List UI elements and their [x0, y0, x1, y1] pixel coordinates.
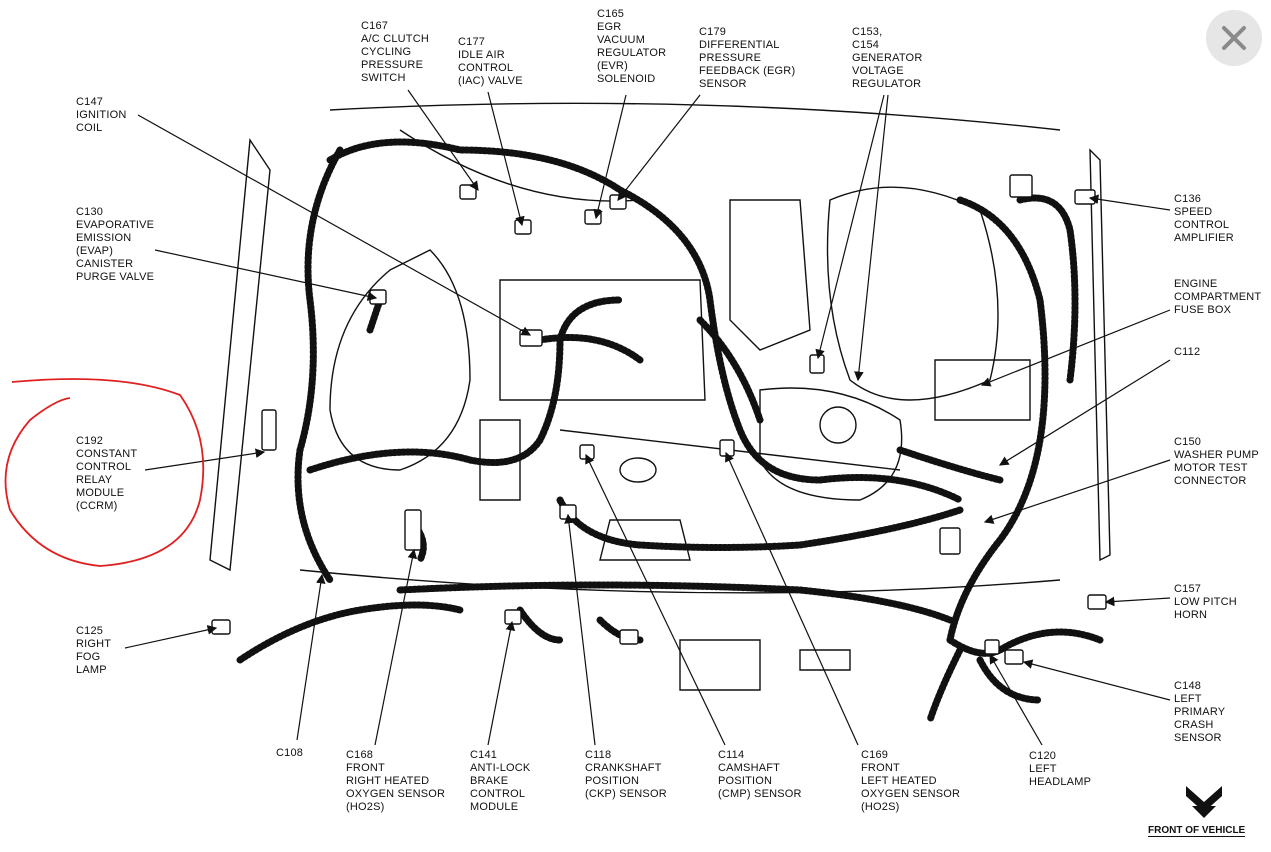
- label-c108: C108: [276, 747, 304, 759]
- close-x-icon: [1222, 26, 1246, 50]
- close-button[interactable]: [1206, 10, 1262, 66]
- engine-compartment-outline: [209, 102, 1111, 691]
- front-of-vehicle-marker: FRONT OF VEHICLE: [1148, 778, 1260, 842]
- leader-lines: [124, 89, 1171, 746]
- annotation-circle: [4, 378, 205, 567]
- front-of-vehicle-label: FRONT OF VEHICLE: [1148, 825, 1246, 837]
- down-arrow-icon: [1186, 786, 1222, 818]
- wiring-harness: [236, 138, 1104, 724]
- label-c112: C112: [1174, 346, 1201, 358]
- connectors: [211, 174, 1107, 665]
